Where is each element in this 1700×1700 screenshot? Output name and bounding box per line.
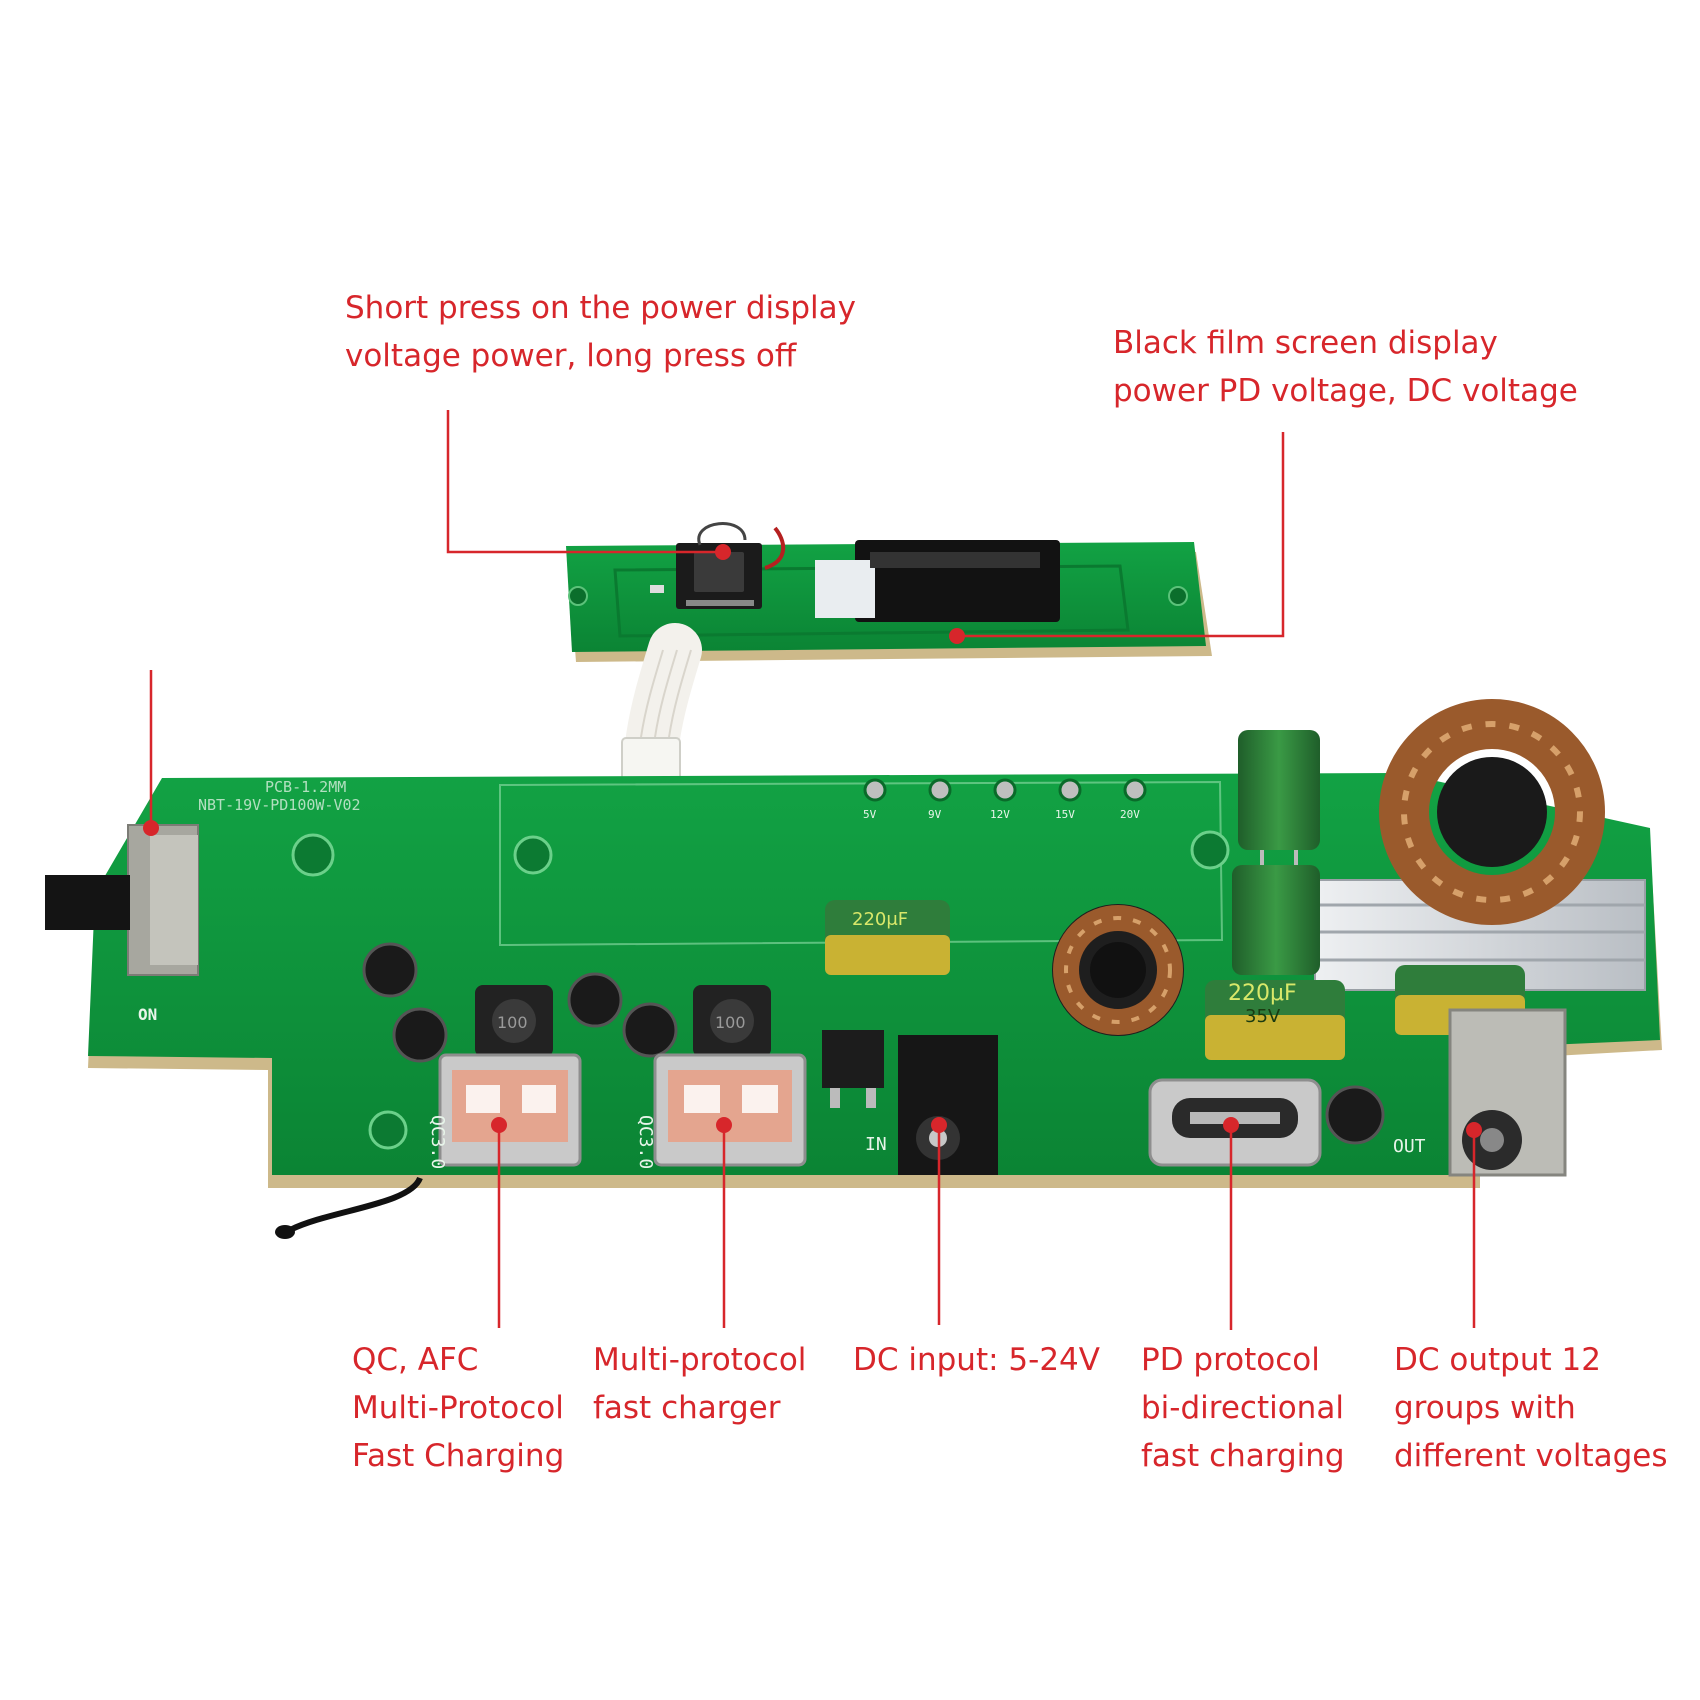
power-button[interactable] (676, 543, 762, 609)
callout-dc-output-line-3: different voltages (1394, 1438, 1668, 1474)
callout-qc-afc-line-2: Multi-Protocol (352, 1390, 564, 1426)
label-test-20v: 20V (1120, 808, 1140, 821)
callout-power-button-line-1: Short press on the power display (345, 290, 856, 326)
callout-qc-afc-line-3: Fast Charging (352, 1438, 565, 1474)
test-points (863, 778, 1147, 802)
label-test-9v: 9V (928, 808, 942, 821)
leader-display (957, 432, 1285, 638)
mount-hole-3 (1190, 830, 1230, 870)
mount-hole-2 (513, 835, 553, 875)
label-switch-on: ON (138, 1005, 157, 1024)
usb-port-right[interactable] (653, 1053, 807, 1167)
callout-dc-output: DC output 12 groups with different volta… (1394, 1336, 1668, 1480)
capacitor-lying-1 (825, 900, 950, 975)
callout-dc-input-line-1: DC input: 5-24V (853, 1342, 1100, 1378)
label-test-12v: 12V (990, 808, 1010, 821)
wire-loop (697, 522, 747, 546)
label-inductor-a: 100 (497, 1013, 528, 1032)
smd-inductor-b (693, 985, 771, 1057)
mount-hole-1 (291, 833, 335, 877)
small-capacitors (362, 942, 1385, 1145)
toroid-inductor-large (1379, 699, 1605, 925)
mount-hole-right (1168, 586, 1188, 606)
silk-frame (499, 780, 1224, 947)
label-in: IN (865, 1134, 887, 1155)
mosfet (822, 1030, 884, 1108)
callout-pd-protocol: PD protocol bi-directional fast charging (1141, 1336, 1345, 1480)
dot-display (949, 628, 965, 644)
main-board (45, 699, 1662, 1239)
dot-power-button (715, 544, 731, 560)
leader-power-button (446, 410, 723, 554)
label-inductor-b: 100 (715, 1013, 746, 1032)
usb-port-left[interactable] (438, 1053, 582, 1167)
callout-dc-input: DC input: 5-24V (853, 1336, 1100, 1384)
screen-backlight (815, 560, 875, 618)
button-pin-row (686, 600, 754, 606)
dc-input-jack[interactable] (898, 1035, 998, 1175)
temperature-probe-wire (288, 1176, 423, 1233)
capacitor-lying-2 (1205, 980, 1345, 1060)
screen-glare (870, 552, 1040, 568)
led-smd (650, 585, 664, 593)
callout-power-button-line-2: voltage power, long press off (345, 338, 797, 374)
dot-switch (143, 820, 159, 836)
leader-dots (143, 544, 1482, 1138)
component-markings: 220μF 220μF 35V 100 100 (497, 909, 1297, 1032)
callout-multi-protocol-line-2: fast charger (593, 1390, 781, 1426)
label-board-model: NBT-19V-PD100W-V02 (198, 796, 361, 814)
temperature-probe-tip (275, 1225, 295, 1239)
button-cap (694, 552, 744, 592)
dot-dc-output (1466, 1122, 1482, 1138)
callout-qc-afc-line-1: QC, AFC (352, 1342, 479, 1378)
dot-multi-protocol (716, 1117, 732, 1133)
callout-display-line-1: Black film screen display (1113, 325, 1498, 361)
wire-red (764, 526, 786, 570)
dot-pd (1223, 1117, 1239, 1133)
callout-dc-output-line-1: DC output 12 (1394, 1342, 1601, 1378)
callout-display-line-2: power PD voltage, DC voltage (1113, 373, 1578, 409)
dc-output-jack[interactable] (1448, 1008, 1567, 1177)
callout-multi-protocol: Multi-protocol fast charger (593, 1336, 806, 1432)
mount-hole-4 (368, 1110, 408, 1150)
callout-pd-protocol-line-2: bi-directional (1141, 1390, 1344, 1426)
display-board (566, 522, 1212, 662)
capacitor-middle (1232, 865, 1320, 975)
label-test-5v: 5V (863, 808, 877, 821)
power-slide-switch[interactable] (45, 824, 199, 976)
label-out: OUT (1393, 1136, 1426, 1157)
board-silk-labels: QC3.0 QC3.0 ON IN OUT NBT-19V-PD100W-V02… (138, 778, 1426, 1169)
callout-power-button: Short press on the power display voltage… (345, 284, 856, 380)
callout-pd-protocol-line-1: PD protocol (1141, 1342, 1320, 1378)
label-cap-mid: 220μF (1228, 981, 1297, 1006)
callout-dc-output-line-2: groups with (1394, 1390, 1576, 1426)
callout-qc-afc: QC, AFC Multi-Protocol Fast Charging (352, 1336, 564, 1480)
label-cap-voltage: 35V (1245, 1006, 1281, 1027)
label-cap-top: 220μF (852, 909, 908, 930)
label-usb-right: QC3.0 (635, 1115, 656, 1169)
label-board-pcb: PCB-1.2MM (265, 778, 346, 796)
label-test-15v: 15V (1055, 808, 1075, 821)
callout-multi-protocol-line-1: Multi-protocol (593, 1342, 807, 1378)
smd-inductor-a (475, 985, 553, 1057)
callout-display: Black film screen display power PD volta… (1113, 319, 1578, 415)
dot-qc-afc (491, 1117, 507, 1133)
label-usb-left: QC3.0 (427, 1115, 448, 1169)
callout-pd-protocol-line-3: fast charging (1141, 1438, 1345, 1474)
leader-lines (149, 410, 1476, 1330)
toroid-inductor-small (1052, 904, 1184, 1036)
mount-hole-left (568, 586, 588, 606)
dot-dc-input (931, 1117, 947, 1133)
